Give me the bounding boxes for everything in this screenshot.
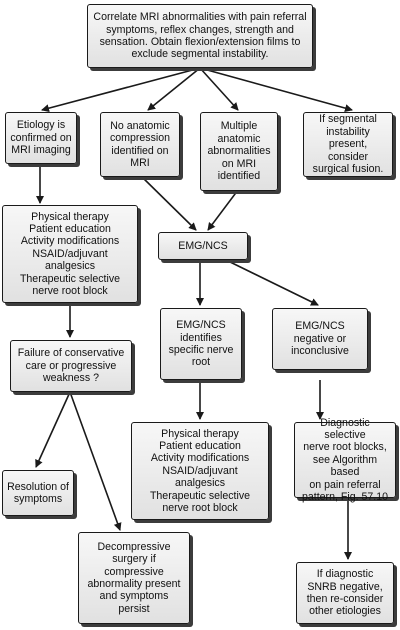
node-diagnostic: Diagnostic selective nerve root blocks, …	[294, 417, 396, 503]
node-emg-negative: EMG/NCS negative or inconclusive	[272, 308, 368, 370]
arrow-emg-to-emg-negative	[225, 259, 319, 306]
node-failure: Failure of conservative care or progress…	[10, 340, 132, 392]
arrow-top-to-segmental	[199, 67, 353, 112]
node-pt-left-text: Physical therapy Patient education Activ…	[19, 210, 121, 298]
node-emg-text: EMG/NCS	[178, 239, 228, 252]
node-resolution: Resolution of symptoms	[2, 470, 74, 516]
node-etiology: Etiology is confirmed on MRI imaging	[5, 112, 77, 164]
arrow-top-to-etiology	[41, 67, 201, 113]
node-pt-center: Physical therapy Patient education Activ…	[131, 422, 269, 520]
node-decompressive-text: Decompressive surgery if compressive abn…	[87, 540, 181, 615]
node-etiology-text: Etiology is confirmed on MRI imaging	[10, 119, 72, 157]
node-failure-text: Failure of conservative care or progress…	[17, 347, 125, 385]
node-multiple-text: Multiple anatomic abnormalities on MRI i…	[207, 120, 271, 183]
node-emg: EMG/NCS	[158, 232, 248, 260]
node-no-compression-text: No anatomic compression identified on MR…	[109, 119, 171, 169]
node-diagnostic-text: Diagnostic selective nerve root blocks, …	[302, 416, 388, 504]
arrow-top-to-no-compression	[147, 67, 201, 111]
node-top-text: Correlate MRI abnormalities with pain re…	[93, 11, 307, 61]
node-segmental: If segmental instability present, consid…	[303, 112, 393, 177]
arrow-top-to-multiple	[199, 67, 239, 111]
node-resolution-text: Resolution of symptoms	[7, 480, 69, 505]
node-snrb-negative: If diagnostic SNRB negative, then re-con…	[296, 562, 394, 624]
node-top: Correlate MRI abnormalities with pain re…	[87, 4, 313, 68]
node-multiple: Multiple anatomic abnormalities on MRI i…	[200, 112, 278, 191]
node-emg-specific-text: EMG/NCS identifies specific nerve root	[168, 319, 234, 369]
node-decompressive: Decompressive surgery if compressive abn…	[78, 532, 190, 624]
arrow-no-compression-to-emg	[139, 174, 197, 231]
arrow-multiple-to-emg	[207, 189, 239, 231]
node-pt-left: Physical therapy Patient education Activ…	[2, 205, 138, 303]
arrow-failure-to-decompressive	[69, 391, 122, 531]
node-no-compression: No anatomic compression identified on MR…	[100, 112, 180, 177]
arrow-failure-to-resolution	[35, 391, 71, 468]
node-snrb-negative-text: If diagnostic SNRB negative, then re-con…	[306, 568, 384, 618]
node-emg-specific: EMG/NCS identifies specific nerve root	[160, 308, 242, 380]
node-emg-negative-text: EMG/NCS negative or inconclusive	[291, 320, 349, 358]
node-pt-center-text: Physical therapy Patient education Activ…	[149, 427, 251, 515]
node-segmental-text: If segmental instability present, consid…	[312, 113, 384, 176]
